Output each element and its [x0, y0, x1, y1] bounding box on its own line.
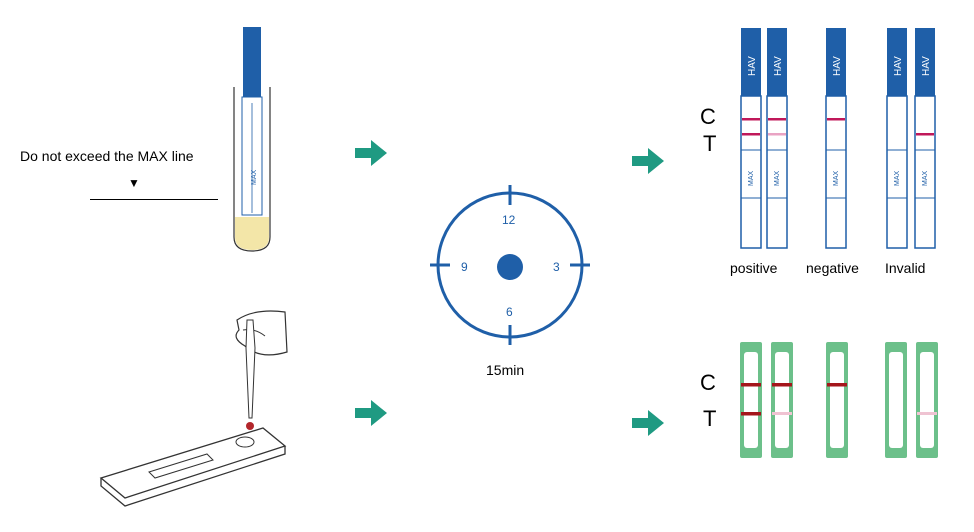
strip-max-label: MAX	[833, 171, 840, 187]
cassette-window	[148, 453, 214, 479]
strip-brand-label: HAV	[893, 56, 904, 76]
dropper	[245, 319, 256, 419]
strip-max-label: MAX	[748, 171, 755, 187]
test-line-label: T	[703, 406, 717, 431]
dipstick-invalid-none: HAV MAX	[886, 28, 908, 249]
test-line-label: T	[703, 131, 717, 156]
strip-brand-label: HAV	[747, 56, 758, 76]
clock-number-9: 9	[461, 260, 468, 274]
clock-number-3: 3	[553, 260, 560, 274]
cassette-window-invalid-none	[885, 342, 907, 458]
dipstick-negative: HAV MAX	[825, 28, 847, 249]
max-reference-line	[90, 199, 218, 200]
clock-number-6: 6	[506, 305, 513, 319]
tube-illustration: MAX	[233, 27, 271, 252]
clock-center-dot	[497, 254, 523, 280]
cassette-dropper-illustration	[99, 310, 288, 507]
arrow-right-icon	[355, 140, 387, 166]
dipstick-invalid-test-only: HAV MAX	[914, 28, 936, 249]
tube-max-label: MAX	[251, 170, 258, 186]
strip-max-label: MAX	[774, 171, 781, 187]
max-line-instruction: Do not exceed the MAX line	[20, 148, 194, 164]
dipstick-positive-strong: HAV MAX	[740, 28, 762, 249]
control-line-label: C	[700, 104, 716, 129]
cassette-window-positive-strong	[740, 342, 762, 458]
down-triangle-icon: ▼	[128, 176, 140, 190]
dipstick-handle	[243, 27, 261, 99]
timer-label: 15min	[486, 362, 525, 378]
arrow-right-icon	[632, 410, 664, 436]
cassette-window-positive-weak	[771, 342, 793, 458]
hand-outline	[235, 310, 288, 356]
strip-brand-label: HAV	[773, 56, 784, 76]
sample-well	[235, 436, 255, 448]
test-tube	[233, 87, 271, 252]
result-label-invalid: Invalid	[885, 260, 926, 276]
strip-max-label: MAX	[894, 171, 901, 187]
result-label-positive: positive	[730, 260, 778, 276]
clock-icon	[430, 185, 590, 345]
dipstick-positive-weak: HAV MAX	[766, 28, 788, 249]
strip-brand-label: HAV	[921, 56, 932, 76]
control-line-label: C	[700, 370, 716, 395]
strip-max-label: MAX	[922, 171, 929, 187]
cassette-window-negative	[826, 342, 848, 458]
result-label-negative: negative	[806, 260, 859, 276]
cassette-window-invalid-test-only	[916, 342, 938, 458]
clock-number-12: 12	[502, 213, 516, 227]
strip-brand-label: HAV	[832, 56, 843, 76]
arrow-right-icon	[355, 400, 387, 426]
blood-drop	[246, 422, 254, 430]
arrow-right-icon	[632, 148, 664, 174]
tube-liquid	[235, 217, 269, 250]
